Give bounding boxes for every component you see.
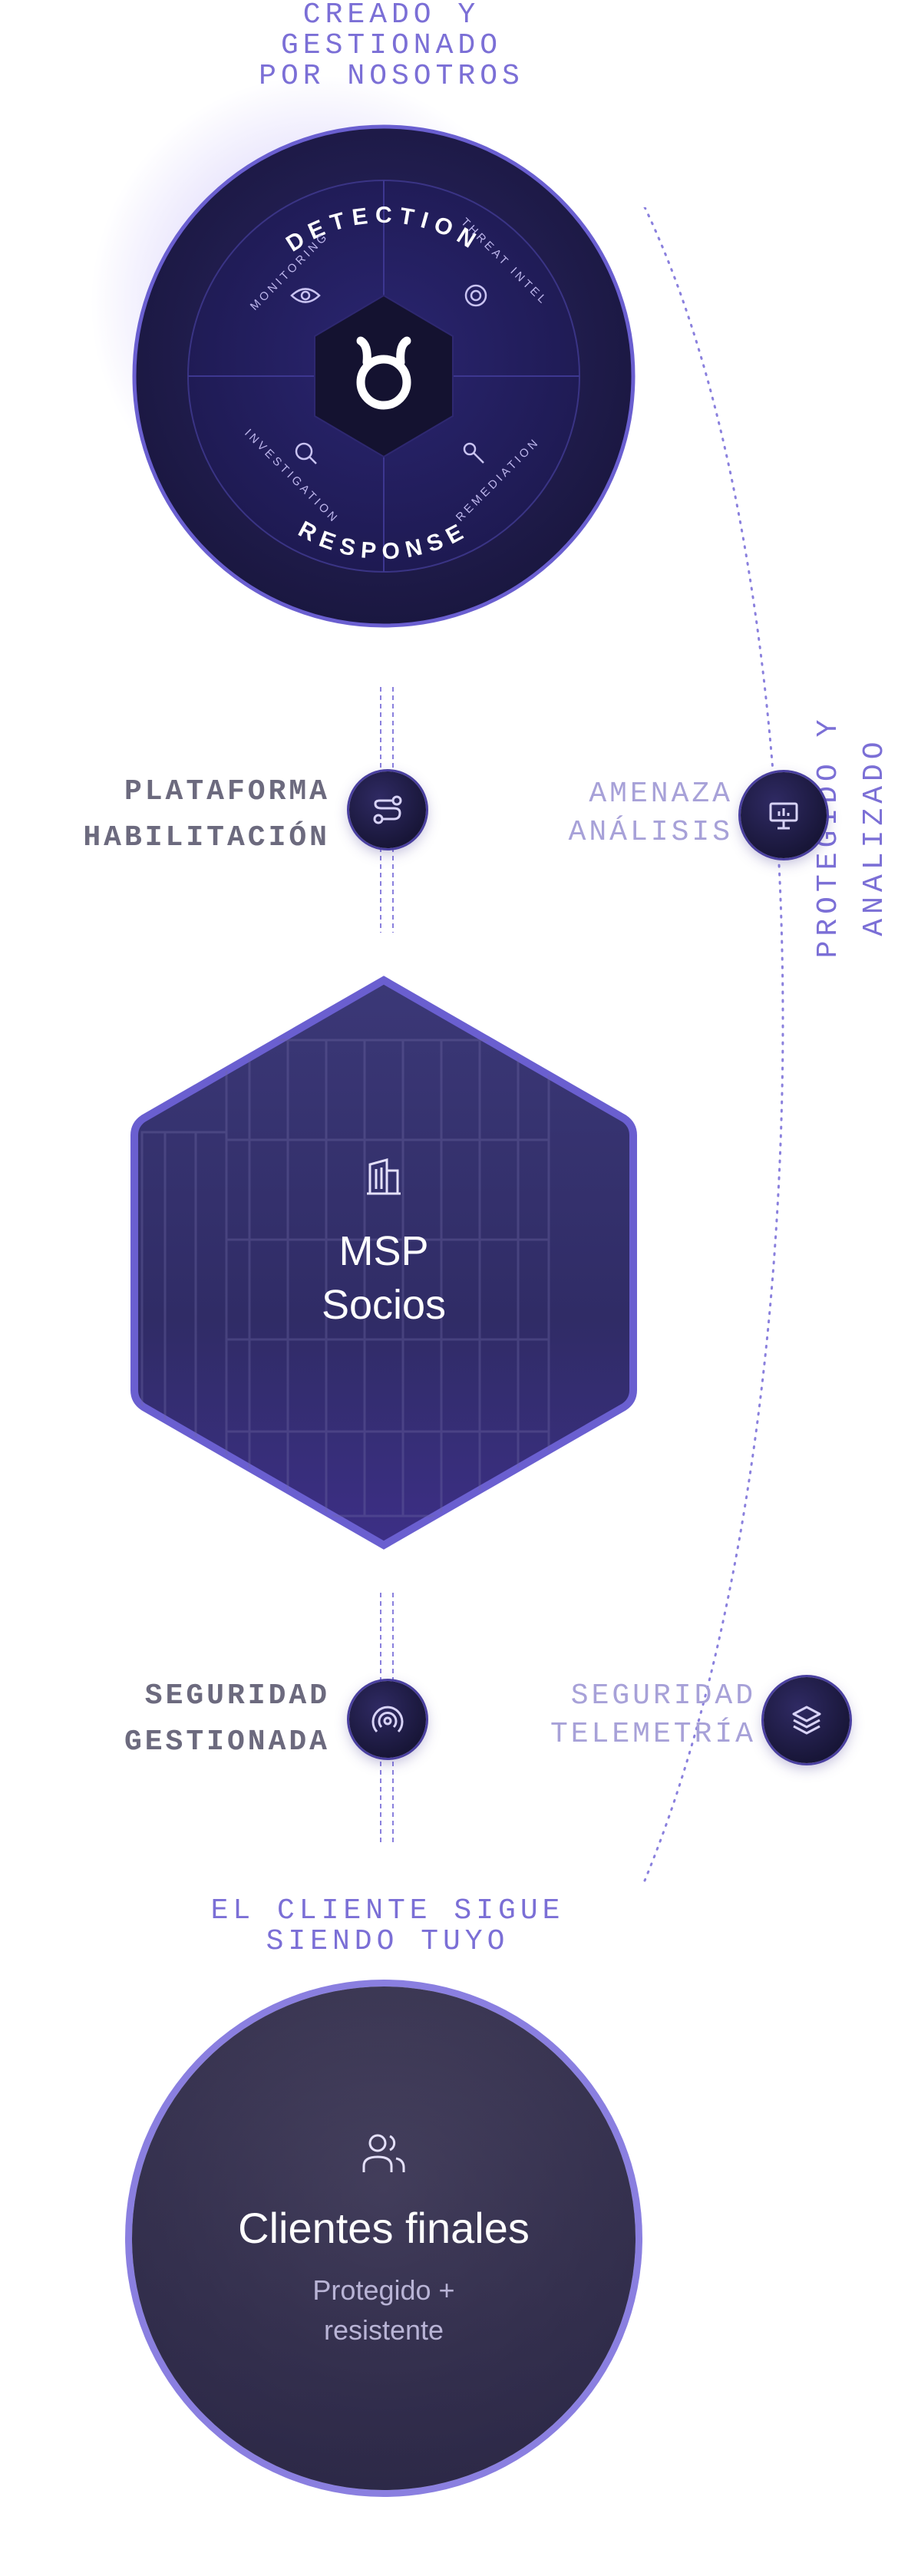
client-caption-line: EL CLIENTE SIGUE xyxy=(210,1894,565,1927)
managed-security-label: SEGURIDAD GESTIONADA xyxy=(46,1673,330,1765)
signal-icon-badge xyxy=(349,1681,426,1758)
route-icon-badge xyxy=(349,771,426,848)
top-caption-line: POR NOSOTROS xyxy=(259,60,524,93)
route-icon xyxy=(373,795,402,824)
eye-icon xyxy=(290,288,321,303)
label-line: TELEMETRÍA xyxy=(550,1718,756,1751)
client-caption: EL CLIENTE SIGUE SIENDO TUYO xyxy=(180,1896,595,1957)
clients-subtitle-line: Protegido + xyxy=(312,2274,455,2306)
clients-circle xyxy=(132,1986,636,2490)
threat-analysis-label: AMENAZA ANÁLISIS xyxy=(537,775,733,852)
msp-hexagon xyxy=(130,976,637,1550)
logo-icon xyxy=(356,336,411,410)
security-telemetry-label: SEGURIDAD TELEMETRÍA xyxy=(530,1677,756,1754)
target-icon xyxy=(464,284,487,307)
label-line: SEGURIDAD xyxy=(144,1679,330,1712)
presentation-chart-icon xyxy=(769,802,798,830)
presentation-chart-icon-badge xyxy=(741,772,827,858)
label-line: SEGURIDAD xyxy=(570,1679,756,1712)
label-line: GESTIONADA xyxy=(124,1726,330,1759)
label-line: HABILITACIÓN xyxy=(83,821,330,854)
msp-title-line: MSP xyxy=(338,1228,429,1274)
signal-icon xyxy=(371,1706,404,1733)
label-line: ANÁLISIS xyxy=(568,816,733,849)
top-caption-line: CREADO Y xyxy=(302,0,480,31)
label-line: AMENAZA xyxy=(589,778,733,811)
top-caption-line: GESTIONADO xyxy=(280,29,503,62)
client-caption-line: SIENDO TUYO xyxy=(266,1925,510,1958)
platform-enablement-label: PLATAFORMA HABILITACIÓN xyxy=(46,769,330,861)
users-icon xyxy=(362,2134,405,2172)
top-caption: CREADO Y GESTIONADO POR NOSOTROS xyxy=(207,0,576,92)
wrench-icon xyxy=(463,442,484,464)
clients-subtitle-line: resistente xyxy=(323,2314,444,2346)
detection-response-wheel: DETECTION RESPONSE MONITORING THREAT INT… xyxy=(132,124,636,628)
center-hexagon xyxy=(314,294,454,458)
layers-icon-badge xyxy=(764,1677,850,1763)
msp-title-line: Socios xyxy=(321,1282,447,1328)
label-line: PLATAFORMA xyxy=(124,775,330,808)
clients-photo-shade xyxy=(132,1986,636,2490)
layers-icon xyxy=(792,1706,821,1735)
clients-title: Clientes finales xyxy=(238,2204,530,2252)
search-icon xyxy=(295,442,317,464)
msp-title: MSP Socios xyxy=(230,1224,537,1332)
clients-subtitle: Protegido + resistente xyxy=(230,2271,537,2350)
building-icon xyxy=(367,1158,401,1195)
